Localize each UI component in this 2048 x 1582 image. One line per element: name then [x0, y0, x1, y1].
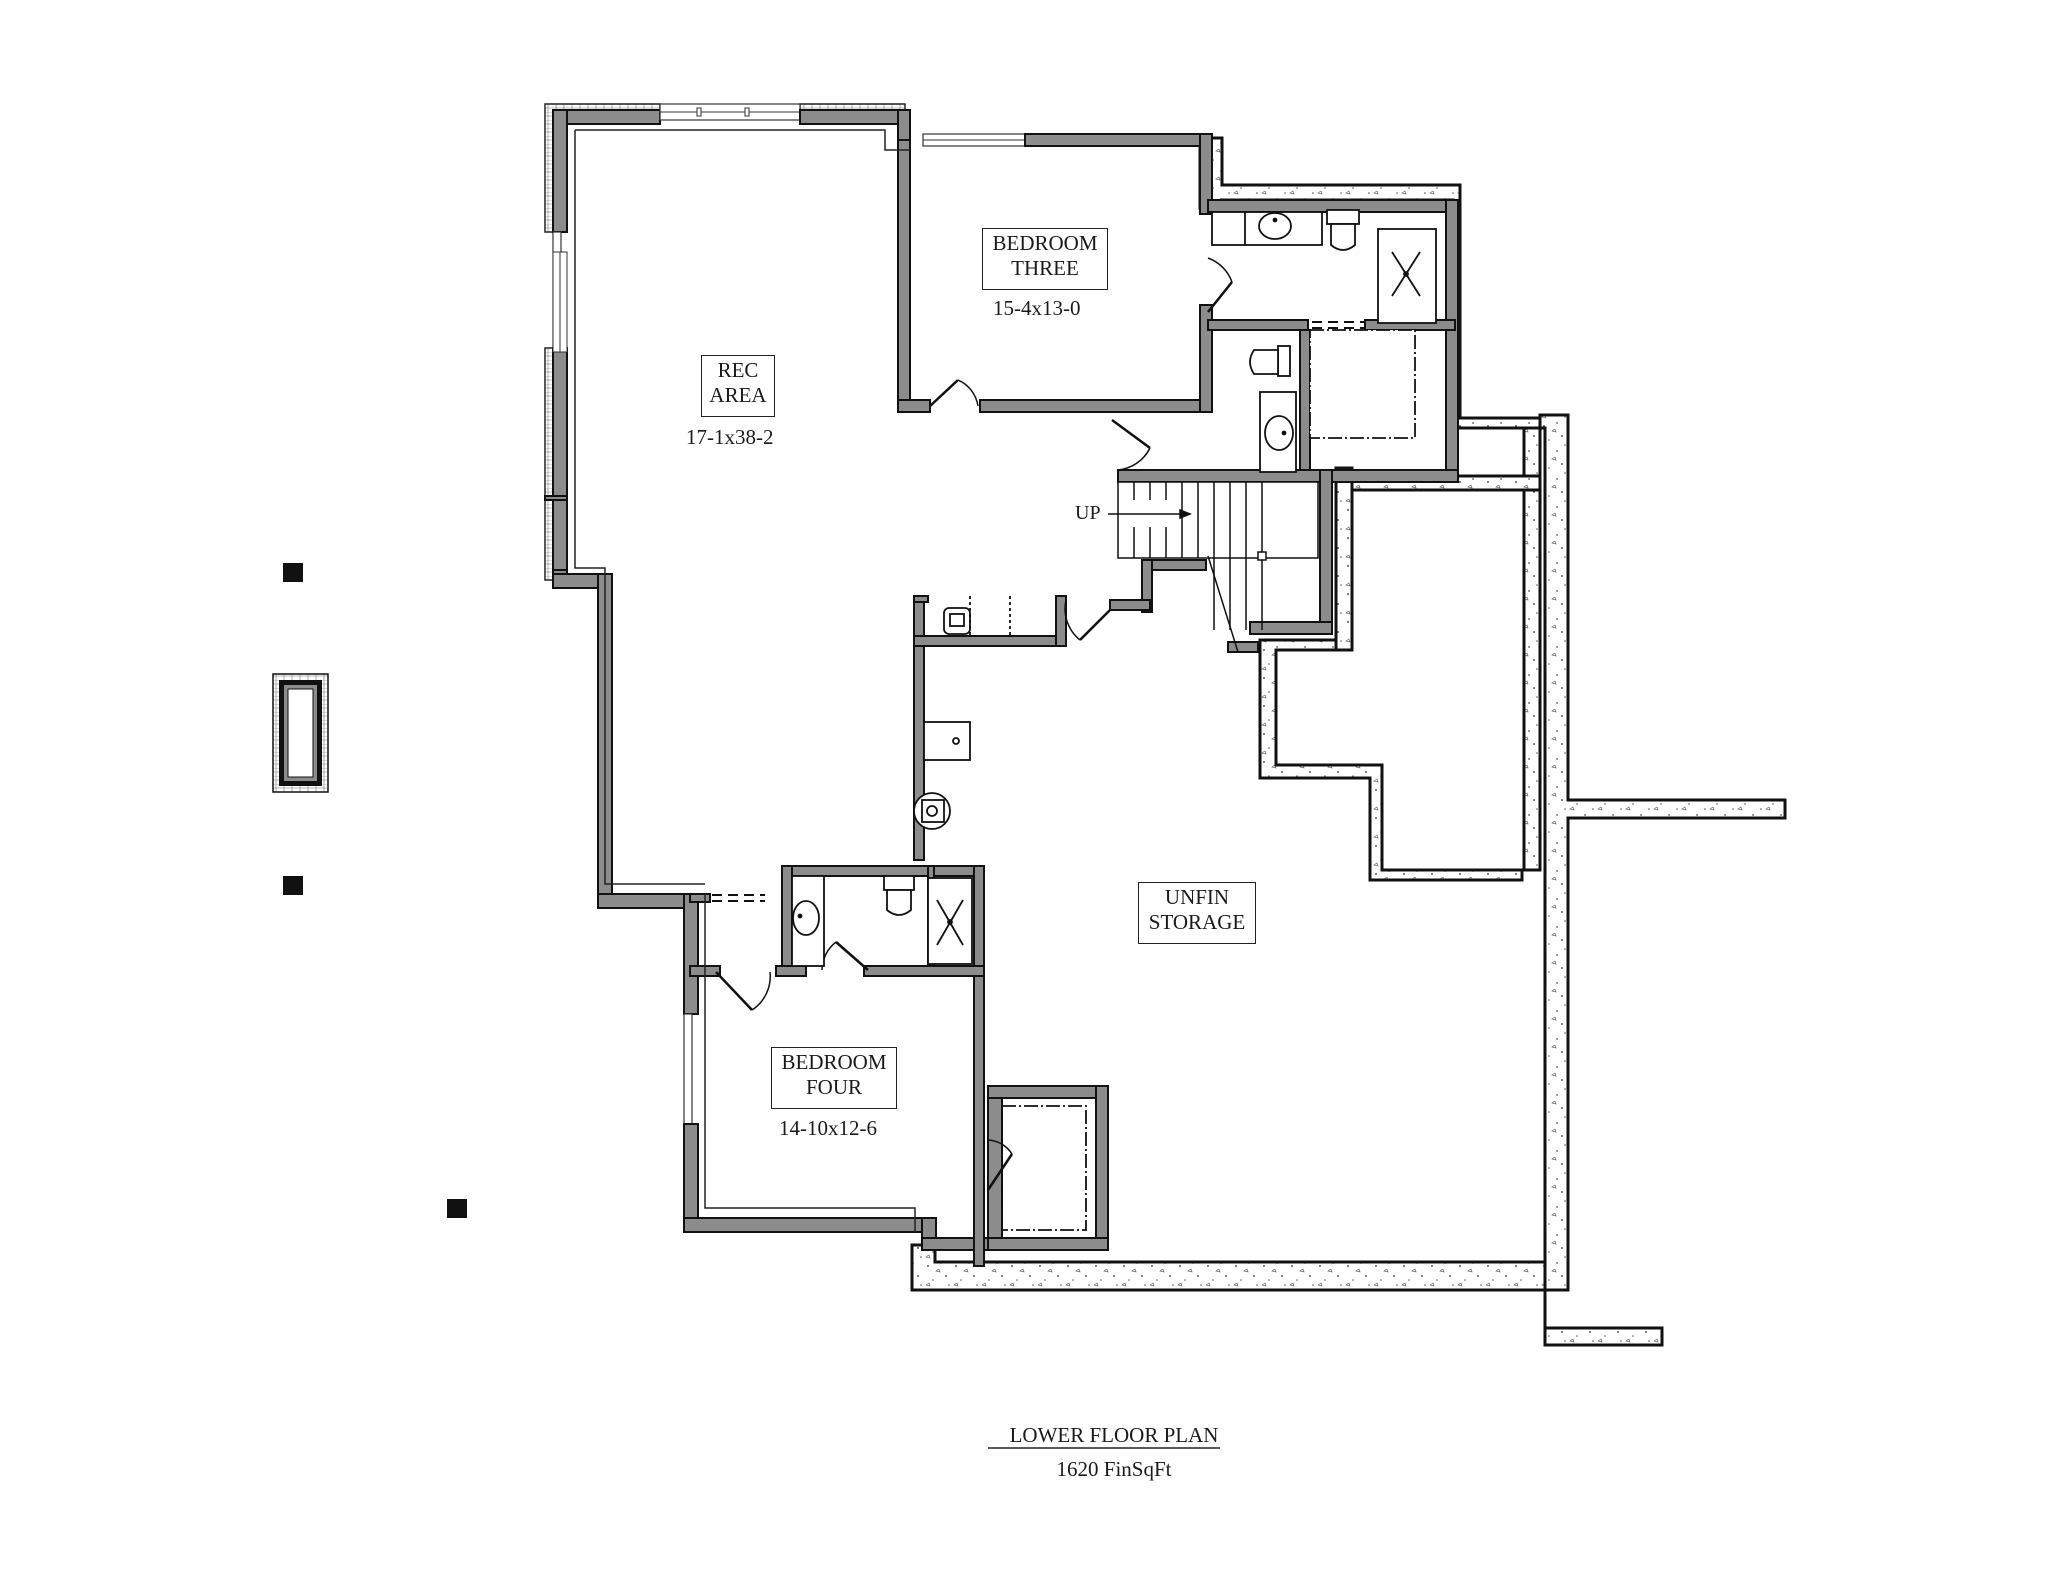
stairs — [1108, 481, 1319, 653]
room-label-bedroom-three: BEDROOM THREE — [982, 228, 1108, 290]
dashed-openings — [712, 321, 1365, 902]
unfin-storage-line2: STORAGE — [1148, 910, 1246, 934]
bedroom-four-line2: FOUR — [805, 1075, 863, 1099]
rec-area-line2: AREA — [709, 383, 767, 407]
posts-and-column — [272, 563, 467, 1218]
bedroom-four-dimensions: 14-10x12-6 — [779, 1116, 877, 1140]
room-label-unfin-storage: UNFIN STORAGE — [1138, 882, 1256, 944]
post-marker — [447, 1199, 467, 1218]
post-marker — [283, 563, 303, 582]
rec-area-line1: REC — [717, 358, 759, 382]
fixtures — [791, 209, 1437, 1231]
plan-subtitle: 1620 FinSqFt — [1056, 1457, 1172, 1481]
unfin-storage-line1: UNFIN — [1164, 885, 1230, 909]
bedroom-three-dimensions: 15-4x13-0 — [993, 296, 1081, 320]
rec-area-dimensions: 17-1x38-2 — [686, 425, 774, 449]
room-label-bedroom-four: BEDROOM FOUR — [771, 1047, 897, 1109]
post-marker — [283, 876, 303, 895]
plan-title: LOWER FLOOR PLAN — [1009, 1423, 1219, 1447]
bedroom-four-line1: BEDROOM — [781, 1050, 887, 1074]
stairs-up-label: UP — [1075, 502, 1101, 524]
bedroom-three-line2: THREE — [1011, 256, 1079, 280]
bedroom-three-line1: BEDROOM — [992, 231, 1098, 255]
interior-finish-lines — [574, 129, 916, 1232]
room-label-rec-area: REC AREA — [701, 355, 775, 417]
